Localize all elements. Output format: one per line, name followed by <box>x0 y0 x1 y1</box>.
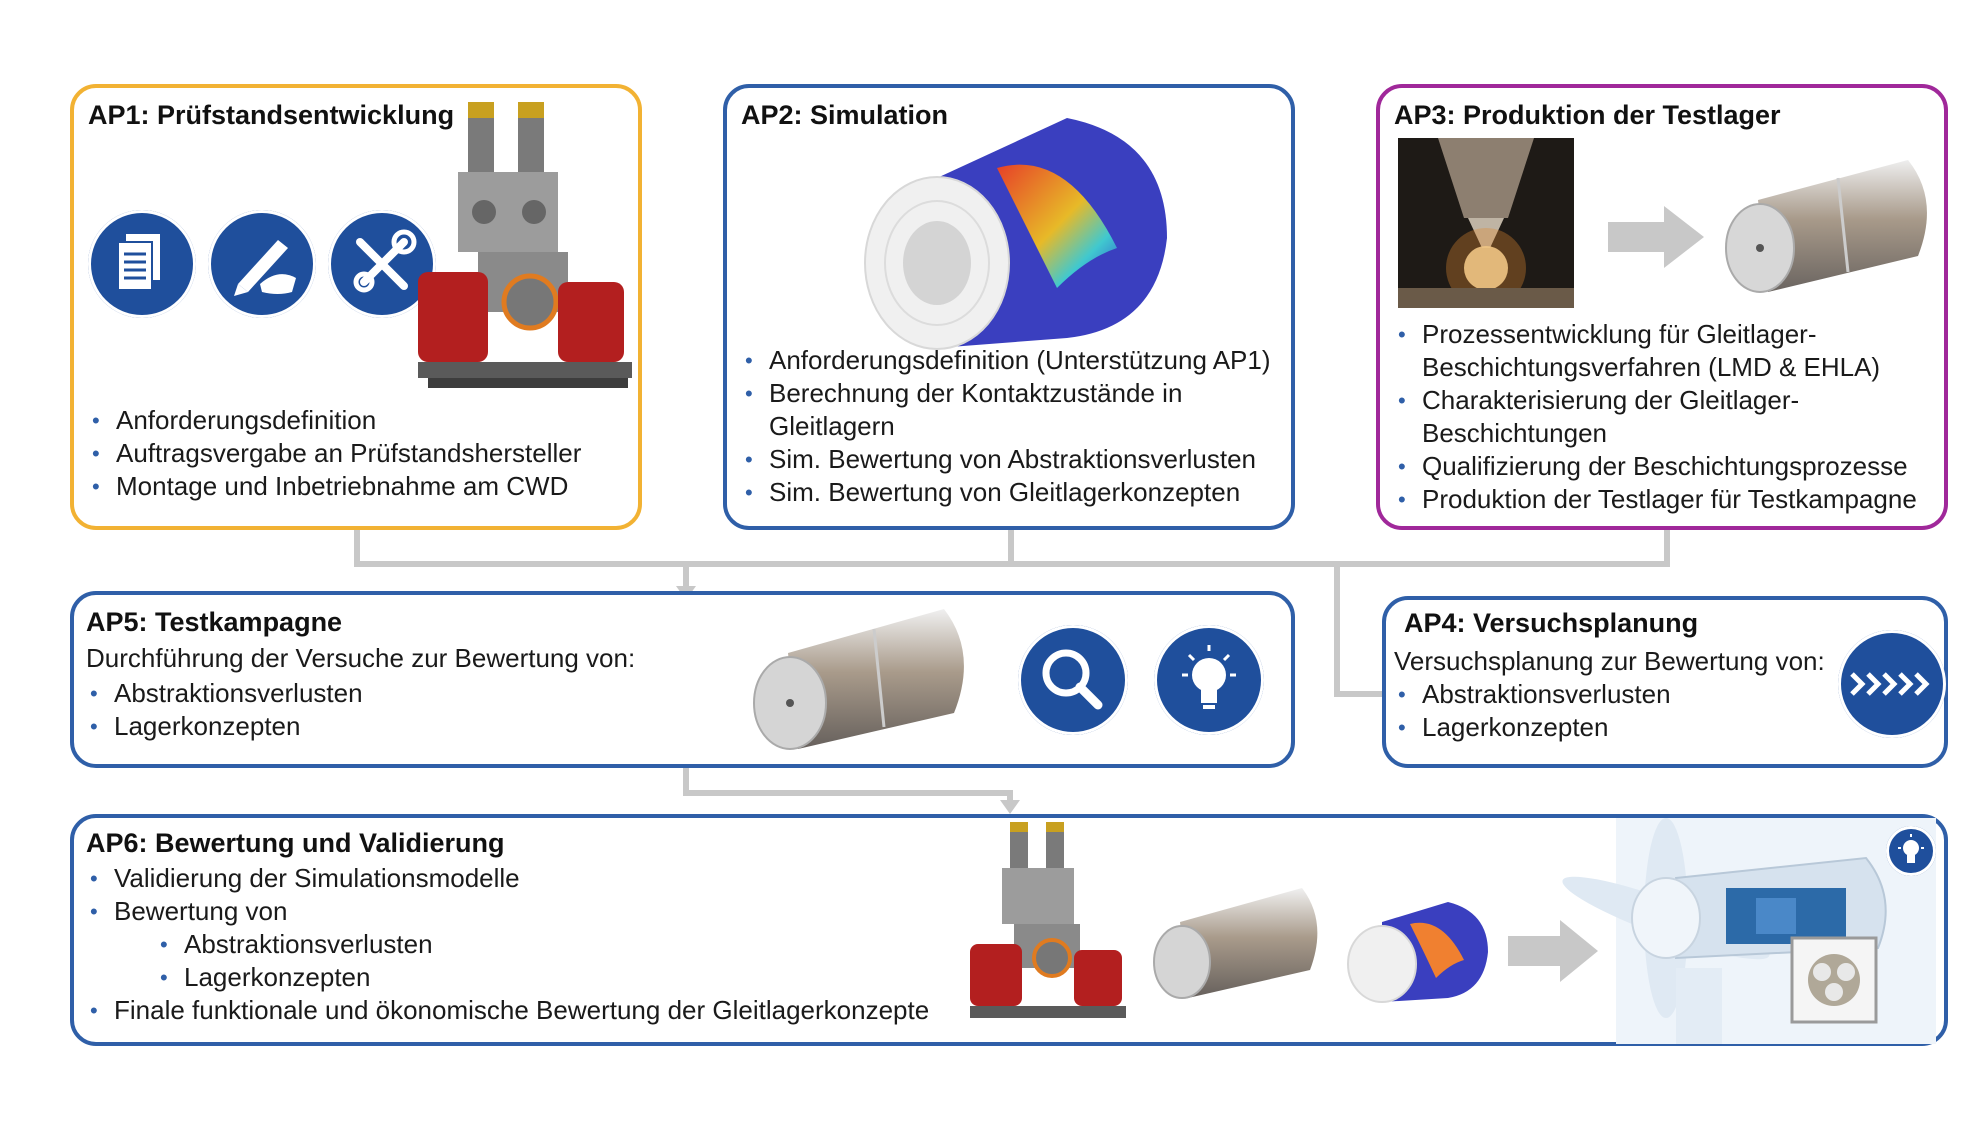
arrow-right-icon <box>1608 206 1704 268</box>
ap3-box: AP3: Produktion der Testlager Prozessent… <box>1376 84 1948 530</box>
simulation-bearing-image <box>864 118 1167 350</box>
test-bearing-image <box>1153 888 1318 999</box>
ap1-box: AP1: Prüfstandsentwicklung <box>70 84 642 530</box>
arrowhead-to-ap6 <box>1000 800 1020 814</box>
lightbulb-icon <box>1886 826 1936 876</box>
list-item: Validierung der Simulationsmodelle <box>86 862 929 895</box>
ap6-title: AP6: Bewertung und Validierung <box>86 828 505 858</box>
ap5-bullet-list: Abstraktionsverlusten Lagerkonzepten <box>86 677 363 743</box>
test-bench-image <box>970 822 1126 1018</box>
ap3-title: AP3: Produktion der Testlager <box>1394 100 1781 130</box>
list-item: Charakterisierung der Gleitlager- <box>1394 384 1917 417</box>
list-item: Beschichtungsverfahren (LMD & EHLA) <box>1422 352 1881 382</box>
list-item: Abstraktionsverlusten <box>1394 678 1671 711</box>
simulation-bearing-image <box>1347 902 1488 1003</box>
ap5-title: AP5: Testkampagne <box>86 607 343 637</box>
ap2-title: AP2: Simulation <box>741 100 949 130</box>
list-item: Qualifizierung der Beschichtungsprozesse <box>1394 450 1917 483</box>
list-item: Gleitlagern <box>769 411 895 441</box>
ap1-bullet-list: Anforderungsdefinition Auftragsvergabe a… <box>88 404 581 503</box>
list-item: Abstraktionsverlusten <box>86 928 929 961</box>
lightbulb-icon <box>1154 625 1264 735</box>
test-bearing-image <box>753 609 964 750</box>
list-item: Anforderungsdefinition (Unterstützung AP… <box>741 344 1271 377</box>
connector-top-horizontal <box>354 561 1670 567</box>
tools-icon <box>328 210 436 318</box>
list-item: Sim. Bewertung von Abstraktionsverlusten <box>741 443 1271 476</box>
ap2-box: AP2: Simulation Anforderungsdefinition (… <box>723 84 1295 530</box>
connector-ap5-to-ap6 <box>683 790 1013 796</box>
list-item: Sim. Bewertung von Gleitlagerkonzepten <box>741 476 1271 509</box>
wind-turbine-image <box>1562 818 1936 1044</box>
connector-ap4-horizontal <box>1334 691 1386 697</box>
laser-cladding-image <box>1398 138 1574 308</box>
ap1-title: AP1: Prüfstandsentwicklung <box>88 100 455 130</box>
test-bench-image <box>418 102 632 388</box>
ap4-box: AP4: Versuchsplanung Versuchsplanung zur… <box>1382 596 1948 768</box>
magnifier-icon <box>1018 625 1128 735</box>
list-item: Beschichtungen <box>1422 418 1608 448</box>
list-item: Lagerkonzepten <box>86 710 363 743</box>
connector-to-ap4 <box>1334 561 1340 697</box>
list-item: Lagerkonzepten <box>86 961 929 994</box>
list-item: Anforderungsdefinition <box>88 404 581 437</box>
ap4-intro: Versuchsplanung zur Bewertung von: <box>1394 646 1825 676</box>
list-item: Abstraktionsverlusten <box>86 677 363 710</box>
list-item: Produktion der Testlager für Testkampagn… <box>1394 483 1917 516</box>
forward-arrows-icon <box>1838 630 1946 738</box>
list-item: Prozessentwicklung für Gleitlager- <box>1394 318 1917 351</box>
ap4-title: AP4: Versuchsplanung <box>1404 608 1699 638</box>
list-item: Berechnung der Kontaktzustände in <box>741 377 1271 410</box>
pen-hand-icon <box>208 210 316 318</box>
connector-to-ap6 <box>1007 790 1013 802</box>
ap6-bullet-list: Validierung der Simulationsmodelle Bewer… <box>86 862 929 1027</box>
ap3-bullet-list: Prozessentwicklung für Gleitlager- Besch… <box>1394 318 1917 516</box>
document-icon <box>88 210 196 318</box>
list-item: Lagerkonzepten <box>1394 711 1671 744</box>
coated-bearing-image <box>1725 160 1927 293</box>
list-item: Montage und Inbetriebnahme am CWD <box>88 470 581 503</box>
connector-to-ap5 <box>683 561 689 591</box>
ap6-box: AP6: Bewertung und Validierung Validieru… <box>70 814 1948 1046</box>
connector-ap1-down <box>354 530 360 564</box>
connector-ap5-down <box>683 768 689 794</box>
list-item: Auftragsvergabe an Prüfstandshersteller <box>88 437 581 470</box>
ap5-intro: Durchführung der Versuche zur Bewertung … <box>86 643 636 673</box>
ap4-bullet-list: Abstraktionsverlusten Lagerkonzepten <box>1394 678 1671 744</box>
arrow-right-icon <box>1508 920 1598 982</box>
connector-ap2-down <box>1008 530 1014 564</box>
ap5-box: AP5: Testkampagne Durchführung der Versu… <box>70 591 1295 768</box>
list-item: Bewertung von <box>86 895 929 928</box>
list-item: Finale funktionale und ökonomische Bewer… <box>86 994 929 1027</box>
ap2-bullet-list: Anforderungsdefinition (Unterstützung AP… <box>741 344 1271 509</box>
connector-ap3-down <box>1664 530 1670 564</box>
